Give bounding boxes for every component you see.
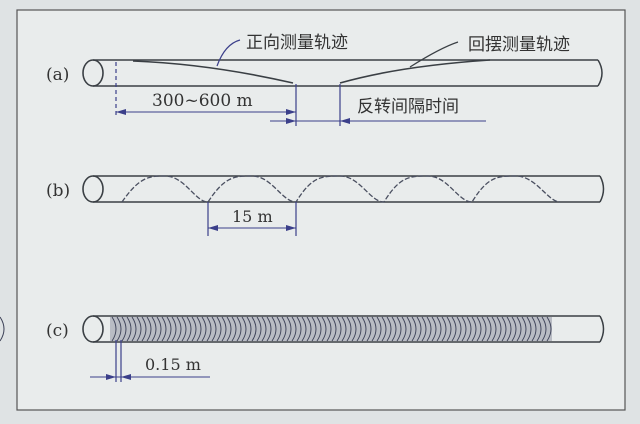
reversal-interval-label: 反转间隔时间 bbox=[357, 97, 459, 117]
return-track-label: 回摆测量轨迹 bbox=[468, 35, 570, 55]
helix-coils bbox=[111, 316, 552, 342]
forward-track-label: 正向测量轨迹 bbox=[246, 33, 348, 53]
pitch-label-b: 15 m bbox=[232, 207, 273, 226]
panel-c: (c) 0.15 m bbox=[0, 315, 605, 382]
helical-track-b bbox=[121, 175, 561, 203]
panel-b: (b) 15 m bbox=[46, 175, 605, 236]
forward-track bbox=[132, 60, 294, 84]
panel-a: (a) 正向测量轨迹 回摆测量轨迹 300~600 m 反转间隔时间 bbox=[46, 33, 603, 126]
distance-label: 300~600 m bbox=[152, 91, 253, 111]
panel-c-label: (c) bbox=[46, 321, 69, 341]
pitch-label-c: 0.15 m bbox=[145, 355, 201, 374]
panel-a-label: (a) bbox=[46, 65, 69, 85]
figure-frame bbox=[16, 9, 626, 411]
panel-b-label: (b) bbox=[46, 181, 70, 201]
return-track bbox=[339, 59, 491, 84]
